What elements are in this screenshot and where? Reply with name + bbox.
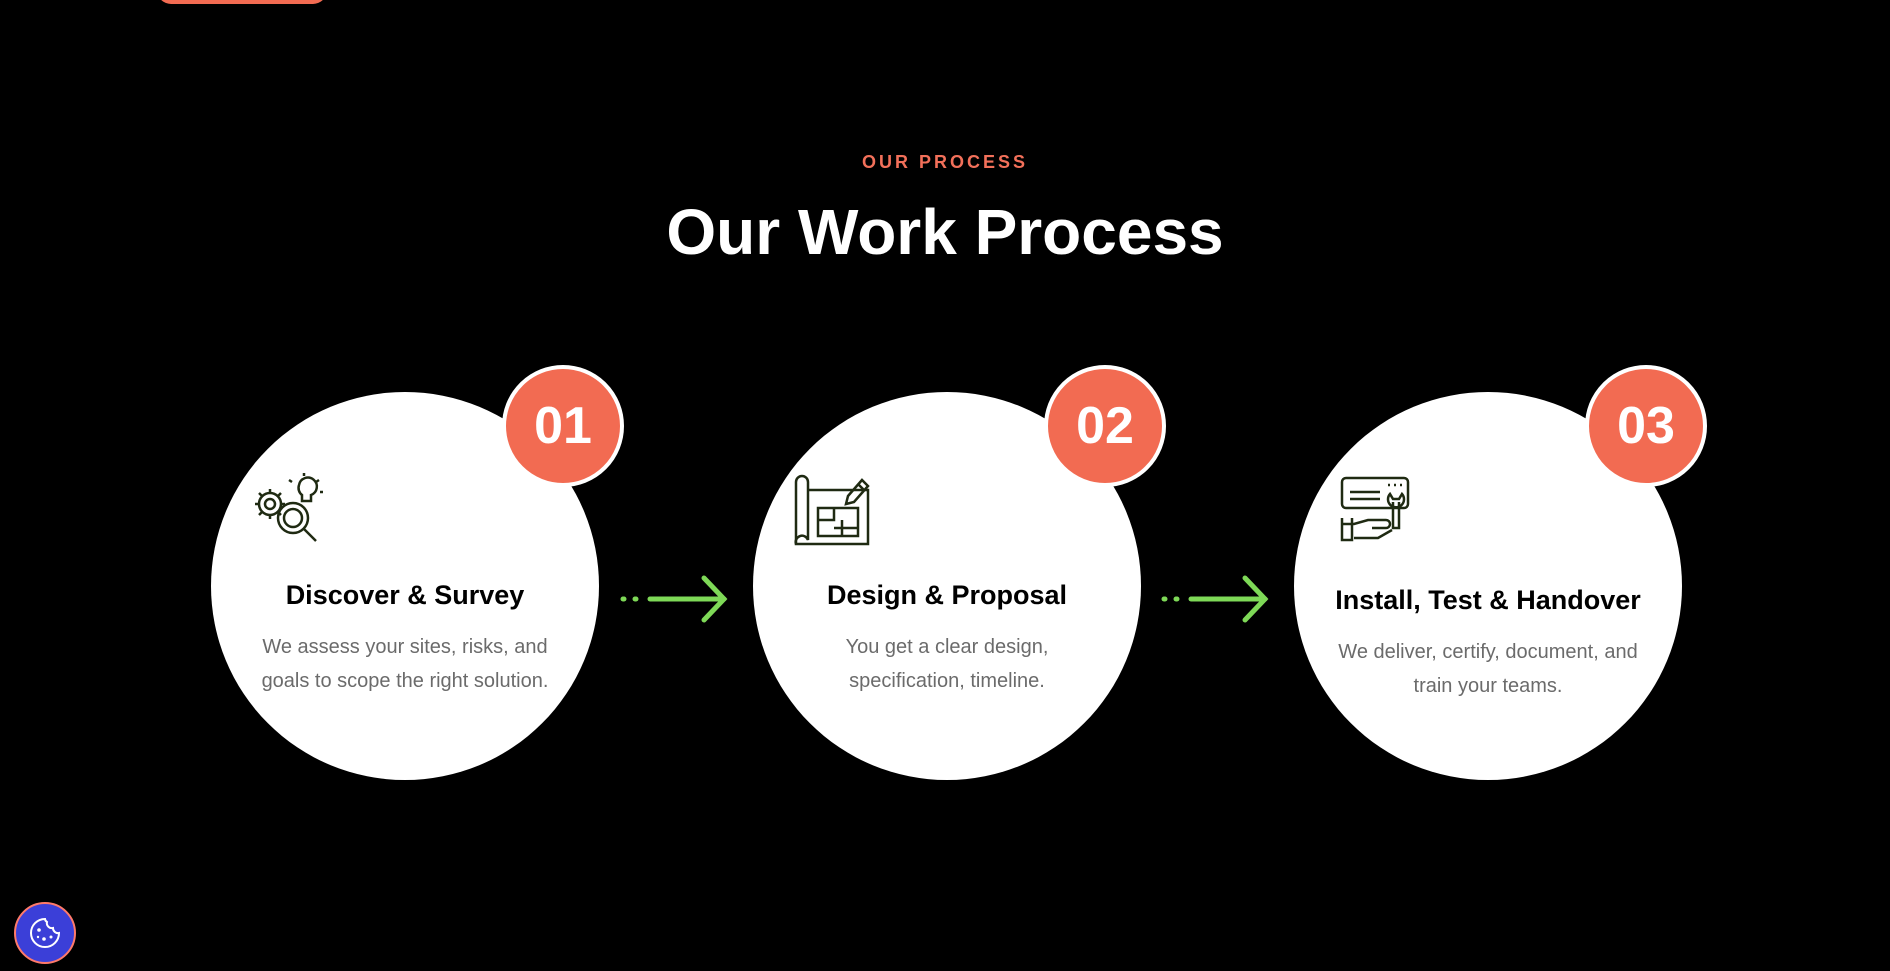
step-description: We deliver, certify, document, and train… — [1338, 641, 1638, 697]
step-title: Discover & Survey — [285, 580, 525, 610]
step-description: You get a clear design, specification, t… — [845, 636, 1049, 692]
process-step-3: 03 Install, Test & Handover We deliver, … — [1294, 365, 1707, 780]
arrow-right-icon — [1161, 575, 1269, 623]
step-title: Design & Proposal — [826, 580, 1068, 610]
process-step-2: 02 Design & Proposal You get a clear des… — [753, 365, 1166, 780]
header-button-partial[interactable] — [157, 0, 327, 4]
device-wrench-hand-icon — [1340, 476, 1410, 542]
step-number-badge: 02 — [1044, 365, 1166, 487]
step-number-badge: 03 — [1585, 365, 1707, 487]
step-description: We assess your sites, risks, and goals t… — [261, 636, 549, 692]
blueprint-pencil-icon — [794, 474, 870, 546]
arrow-right-icon — [620, 575, 728, 623]
step-number-badge: 01 — [502, 365, 624, 487]
step-title: Install, Test & Handover — [1335, 585, 1641, 615]
gear-magnifier-bulb-icon — [255, 473, 323, 542]
process-step-1: 01 Discover & Survey We assess your site… — [211, 365, 624, 780]
section-eyebrow: OUR PROCESS — [861, 152, 1029, 172]
cookie-icon — [30, 917, 61, 948]
cookie-settings-button[interactable] — [14, 902, 76, 964]
section-title: Our Work Process — [666, 196, 1224, 268]
